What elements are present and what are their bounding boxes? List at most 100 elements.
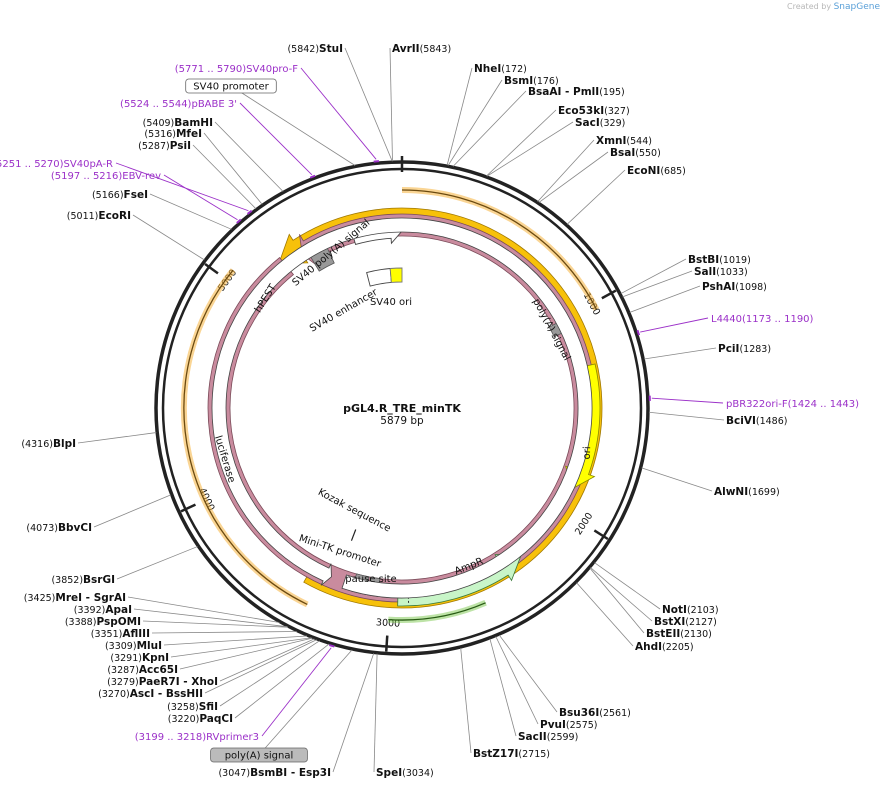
site-position: (5843) — [420, 44, 452, 55]
site-label[interactable]: BstBI(1019) — [688, 254, 751, 266]
site-position: (2130) — [680, 629, 712, 640]
site-leader — [594, 562, 661, 610]
site-leader — [170, 637, 312, 658]
site-label[interactable]: (3220)PaqCI — [168, 713, 233, 725]
site-label[interactable]: SpeI(3034) — [376, 767, 434, 779]
site-name: ApaI — [105, 604, 132, 616]
site-leaders — [77, 47, 725, 773]
site-position: (3388) — [65, 617, 97, 628]
site-name: PaeR7I - XhoI — [139, 676, 218, 688]
site-label[interactable]: (5409)BamHI — [143, 117, 213, 129]
site-label[interactable]: BstEII(2130) — [646, 628, 712, 640]
site-label[interactable]: EcoNI(685) — [627, 165, 686, 177]
sv40-enhancer-feature[interactable] — [366, 268, 392, 287]
site-label[interactable]: (3392)ApaI — [74, 604, 132, 616]
site-label[interactable]: SalI(1033) — [694, 266, 748, 278]
hpest-feature[interactable] — [207, 213, 597, 603]
site-label[interactable]: (5842)StuI — [287, 43, 343, 55]
site-name: SfiI — [199, 701, 218, 713]
site-position: (1033) — [716, 267, 748, 278]
site-label[interactable]: BsaI(550) — [610, 147, 661, 159]
site-leader — [127, 596, 280, 623]
polya-signal-box[interactable] — [210, 747, 308, 763]
primer-label[interactable]: (5771 .. 5790)SV40pro-F — [175, 64, 298, 75]
site-label[interactable]: PshAI(1098) — [702, 281, 767, 293]
site-leader — [452, 90, 527, 167]
site-label[interactable]: BsmI(176) — [504, 75, 559, 87]
site-label[interactable]: NotI(2103) — [662, 604, 719, 616]
site-label[interactable]: (3351)AflIII — [91, 628, 150, 640]
site-label[interactable]: AvrII(5843) — [392, 43, 451, 55]
site-label[interactable]: (5287)PsiI — [138, 140, 191, 152]
site-name: PshAI — [702, 281, 735, 293]
site-label[interactable]: (4316)BlpI — [21, 438, 76, 450]
primer-label[interactable]: (3199 .. 3218)RVprimer3 — [135, 732, 259, 743]
site-label[interactable]: (5166)FseI — [92, 189, 148, 201]
site-name: PvuI — [540, 719, 566, 731]
site-position: (3351) — [91, 629, 123, 640]
site-leader — [219, 640, 320, 707]
site-leader — [219, 638, 315, 682]
site-label[interactable]: (3291)KpnI — [110, 652, 169, 664]
site-leader — [629, 285, 701, 313]
site-label[interactable]: BciVI(1486) — [726, 415, 787, 427]
primer-leader — [640, 317, 709, 333]
site-leader — [214, 121, 284, 192]
site-label[interactable]: Eco53kI(327) — [558, 105, 630, 117]
plasmid-length: 5879 bp — [380, 415, 424, 427]
site-position: (3220) — [168, 714, 200, 725]
primer-label[interactable]: (5524 .. 5544)pBABE 3' — [120, 99, 237, 110]
site-label[interactable]: (5316)MfeI — [144, 128, 202, 140]
site-label[interactable]: SacII(2599) — [518, 731, 578, 743]
site-name: SacI — [575, 117, 600, 129]
site-position: (2103) — [687, 605, 719, 616]
site-label[interactable]: SacI(329) — [575, 117, 625, 129]
sv40-ori-feature[interactable] — [389, 267, 403, 283]
site-label[interactable]: Bsu36I(2561) — [559, 707, 631, 719]
site-label[interactable]: AhdI(2205) — [635, 641, 694, 653]
site-label[interactable]: (3425)MreI - SgrAI — [24, 592, 126, 604]
sv40-promoter-box[interactable] — [185, 78, 277, 94]
site-leader — [332, 653, 375, 773]
site-label[interactable]: (3047)BsmBI - Esp3I — [218, 767, 331, 779]
site-label[interactable]: BsaAI - PmlI(195) — [528, 86, 625, 98]
site-label[interactable]: (3279)PaeR7I - XhoI — [107, 676, 218, 688]
site-label[interactable]: (3270)AscI - BssHII — [98, 688, 203, 700]
site-label[interactable]: (3852)BsrGI — [51, 574, 115, 586]
mini-tk-arrow[interactable] — [211, 217, 593, 599]
site-label[interactable]: (4073)BbvCI — [26, 522, 92, 534]
site-label[interactable]: (5011)EcoRI — [67, 210, 131, 222]
primer-label[interactable]: (5251 .. 5270)SV40pA-R — [0, 159, 113, 170]
site-label[interactable]: PvuI(2575) — [540, 719, 598, 731]
site-label[interactable]: AlwNI(1699) — [714, 486, 780, 498]
primer-name: SV40pro-F — [246, 64, 298, 75]
primer-name: EBV-rev — [122, 171, 161, 182]
site-label[interactable]: (3258)SfiI — [167, 701, 218, 713]
site-label[interactable]: (3309)MluI — [105, 640, 162, 652]
site-position: (5409) — [143, 118, 175, 129]
primer-label[interactable]: pBR322ori-F(1424 .. 1443) — [726, 399, 859, 410]
site-name: AvrII — [392, 43, 420, 55]
site-leader — [133, 608, 288, 628]
site-label[interactable]: BstXI(2127) — [654, 616, 717, 628]
site-label[interactable]: PciI(1283) — [718, 343, 771, 355]
site-position: (1098) — [735, 282, 767, 293]
site-label[interactable]: (3287)Acc65I — [107, 664, 178, 676]
site-name: SalI — [694, 266, 716, 278]
site-leader — [389, 47, 393, 162]
site-leader — [641, 467, 713, 492]
site-label[interactable]: XmnI(544) — [596, 135, 652, 147]
site-position: (3287) — [107, 665, 139, 676]
primer-label[interactable]: L4440(1173 .. 1190) — [711, 314, 814, 325]
site-leader — [93, 494, 171, 528]
site-label[interactable]: NheI(172) — [474, 63, 527, 75]
primer-range: (3199 .. 3218) — [135, 732, 207, 743]
site-leader — [538, 151, 609, 203]
site-name: BstEII — [646, 628, 680, 640]
site-leader — [576, 582, 634, 647]
site-label[interactable]: BstZ17I(2715) — [473, 748, 550, 760]
primer-label[interactable]: (5197 .. 5216)EBV-rev — [51, 171, 161, 182]
site-label[interactable]: (3388)PspOMI — [65, 616, 141, 628]
site-name: BsaAI - PmlI — [528, 86, 599, 98]
site-leader — [498, 634, 558, 713]
